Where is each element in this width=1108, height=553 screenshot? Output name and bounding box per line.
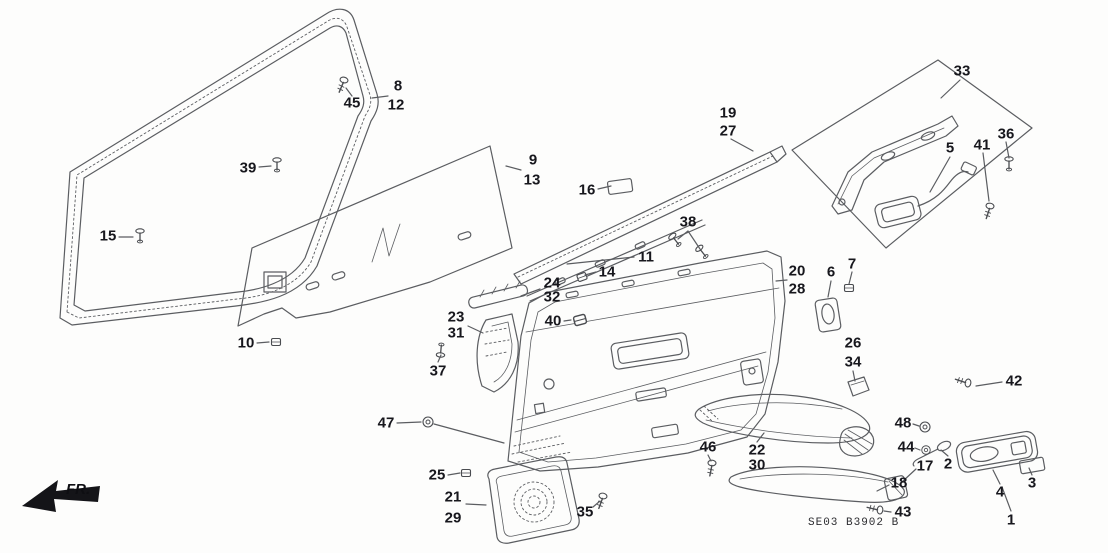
screw-45 xyxy=(336,75,350,95)
small-bracket xyxy=(847,376,870,397)
clip-38-b xyxy=(693,243,711,261)
armrest xyxy=(694,393,871,444)
diagram-code: SE03 B3902 B xyxy=(808,517,900,529)
screw-43 xyxy=(866,504,884,515)
door-trim-panel xyxy=(507,250,786,472)
door-sash-panel xyxy=(237,145,513,327)
molding-retainer-strip xyxy=(526,219,706,302)
grommet-47 xyxy=(422,416,434,428)
leader-lines xyxy=(118,79,1033,513)
clip-39 xyxy=(272,157,282,173)
armrest-end-cap xyxy=(839,426,875,457)
screw-42 xyxy=(953,376,973,389)
clip-40 xyxy=(572,313,588,327)
door-bracket xyxy=(831,115,959,215)
door-weatherstrip xyxy=(59,8,379,326)
bolt-41 xyxy=(983,201,996,221)
fr-arrow-icon xyxy=(22,480,100,512)
lower-trim-garnish xyxy=(728,466,909,503)
clip-10 xyxy=(270,337,282,347)
fr-direction-label: FR. xyxy=(66,481,91,498)
switch-bezel xyxy=(814,297,842,333)
upper-molding-strip xyxy=(513,145,787,285)
clip-36 xyxy=(1004,156,1014,172)
speaker-pocket-lid xyxy=(487,456,580,544)
bracket-assembly-box xyxy=(791,59,1033,249)
screw-46 xyxy=(706,459,717,477)
inside-handle-bezel xyxy=(912,430,1046,475)
mounting-pad xyxy=(606,178,634,195)
clip-15 xyxy=(135,228,145,244)
screw-35 xyxy=(595,491,609,511)
vent-grille xyxy=(468,280,529,309)
grommet-48 xyxy=(919,421,931,433)
courtesy-lamp xyxy=(874,161,977,229)
clip-7 xyxy=(843,283,855,293)
door-pull-bracket xyxy=(476,313,519,393)
nut-44 xyxy=(921,445,931,455)
clip-25 xyxy=(460,468,472,478)
